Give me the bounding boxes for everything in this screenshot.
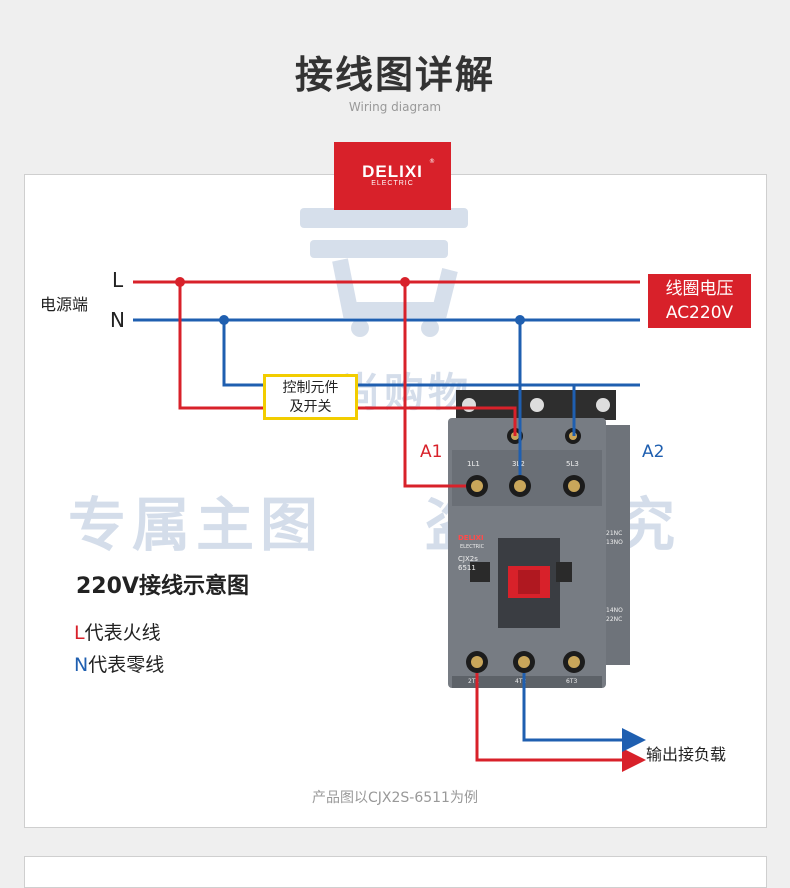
control-line1: 控制元件	[282, 380, 339, 396]
logo-reg: ®	[429, 158, 435, 165]
control-line2: 及开关	[289, 399, 332, 415]
device-term-2t1: 2T1	[468, 678, 480, 685]
coil-voltage-badge: 线圈电压 AC220V	[648, 274, 751, 328]
legend-l: L代表火线	[74, 618, 161, 645]
device-brand-sub: ELECTRIC	[460, 544, 485, 550]
device-term-6t3: 6T3	[566, 678, 578, 685]
contactor-device	[448, 390, 630, 688]
device-aux-13no: 13NO	[606, 539, 623, 546]
coil-voltage-line1: 线圈电压	[665, 279, 734, 299]
live-to-terminal	[403, 282, 466, 488]
power-source-label: 电源端	[40, 295, 89, 314]
control-to-a1	[358, 406, 517, 436]
output-load-label: 输出接负载	[646, 745, 727, 764]
device-term-3l2: 3L2	[512, 460, 525, 468]
output-blue	[522, 673, 646, 752]
logo-brand: DELIXI	[362, 162, 423, 181]
page-subtitle: Wiring diagram	[348, 100, 442, 114]
device-term-1l1: 1L1	[467, 460, 480, 468]
legend-l-text: 代表火线	[84, 622, 161, 644]
legend-n-letter: N	[74, 654, 89, 676]
legend-n-text: 代表零线	[88, 654, 165, 676]
neutral-branch	[222, 320, 640, 387]
output-red	[475, 673, 646, 772]
device-aux-22nc: 22NC	[606, 616, 623, 623]
logo-sub: ELECTRIC	[371, 180, 414, 187]
control-wire-red	[178, 282, 263, 410]
device-brand: DELIXI	[458, 534, 484, 542]
watermark-left: 专属主图	[68, 491, 325, 559]
device-aux-21nc: 21NC	[606, 530, 623, 537]
device-term-4t2: 4T2	[515, 678, 527, 685]
device-model: CJX2s	[458, 555, 478, 563]
top-terminals	[466, 428, 585, 497]
product-caption: 产品图以CJX2S-6511为例	[312, 790, 478, 806]
legend-heading: 220V接线示意图	[76, 574, 249, 599]
legend-n: N代表零线	[74, 650, 164, 677]
control-switch-box: 控制元件 及开关	[263, 374, 358, 420]
wiring-diagram	[133, 277, 646, 772]
delixi-logo: DELIXI ELECTRIC ®	[334, 142, 451, 210]
line-l-label: L	[112, 268, 124, 292]
a2-label: A2	[642, 442, 665, 462]
device-term-5l3: 5L3	[566, 460, 579, 468]
legend-l-letter: L	[74, 622, 85, 644]
watermark-logo	[290, 190, 480, 340]
device-aux-14no: 14NO	[606, 607, 623, 614]
page-title: 接线图详解	[294, 53, 495, 97]
a1-label: A1	[420, 442, 443, 462]
line-n-label: N	[110, 308, 125, 332]
coil-voltage-line2: AC220V	[665, 303, 734, 323]
device-model-no: 6511	[458, 564, 476, 572]
